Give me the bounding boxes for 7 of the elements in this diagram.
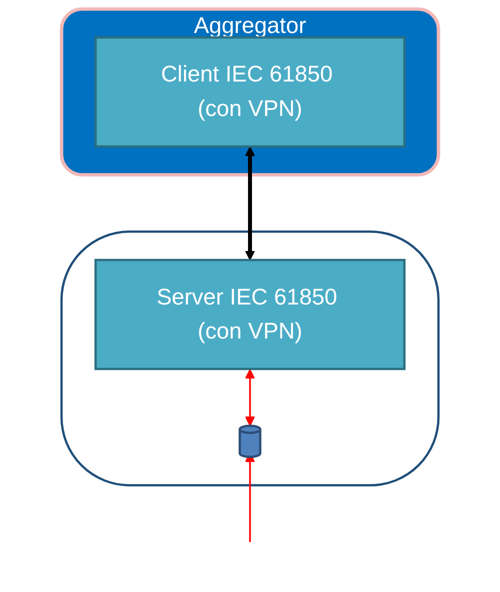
arrow xyxy=(245,368,255,426)
cluster xyxy=(60,230,440,486)
node-box xyxy=(94,36,406,148)
node-cylinder xyxy=(238,424,262,458)
cluster xyxy=(60,7,440,177)
arrow xyxy=(245,146,255,260)
node-box xyxy=(94,258,406,370)
